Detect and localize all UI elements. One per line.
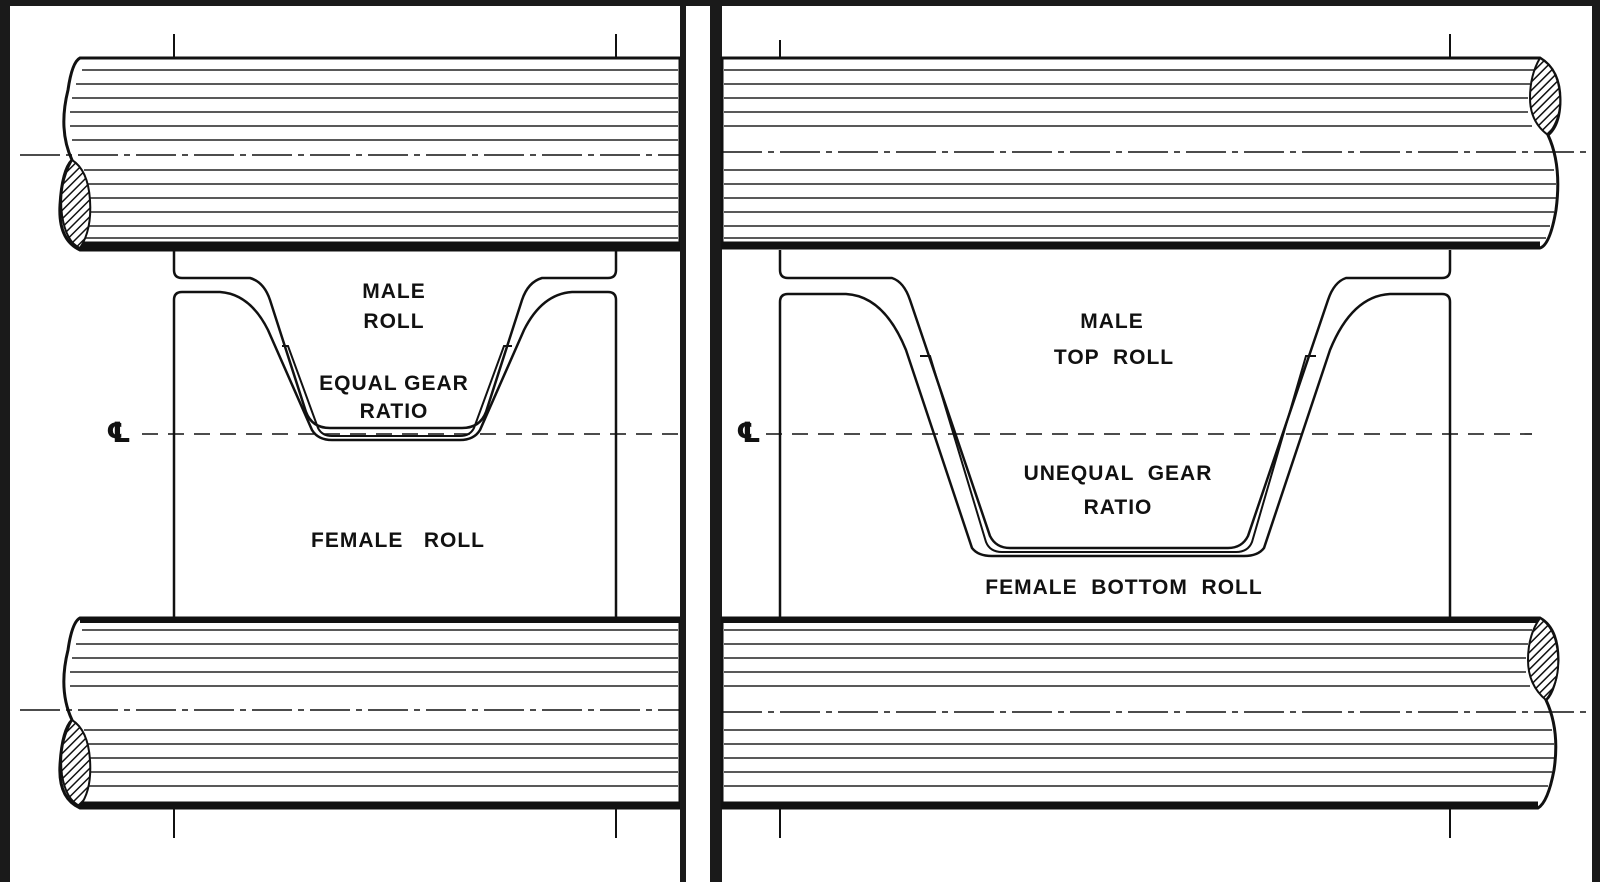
- right-female-bottom-roll: [778, 292, 1452, 618]
- left-top-shaft: [58, 56, 682, 252]
- left-centerline-symbol: ℄: [106, 417, 132, 448]
- right-female-roll-label: FEMALE BOTTOM ROLL: [985, 576, 1262, 599]
- right-panel: ℄ MALE TOP ROLL UNEQUAL GEAR RATIO FEMAL…: [720, 6, 1600, 882]
- left-male-roll-label: MALE: [362, 280, 426, 303]
- right-width-ticks: [779, 34, 1451, 838]
- left-female-roll-label: FEMALE ROLL: [311, 529, 485, 552]
- right-ratio-label-2: RATIO: [1084, 496, 1153, 519]
- right-top-shaft: [720, 56, 1562, 250]
- left-panel: ℄ MALE ROLL EQUAL GEAR RATIO FEMALE ROLL: [10, 6, 682, 882]
- left-strip: [282, 345, 512, 437]
- left-bottom-shaft: [58, 616, 682, 810]
- left-width-ticks: [173, 34, 617, 838]
- divider-gap: [686, 6, 710, 882]
- left-female-roll: [172, 290, 618, 618]
- left-ratio-label: EQUAL GEAR: [319, 372, 469, 395]
- right-male-top-roll: [778, 250, 1452, 550]
- right-ratio-label: UNEQUAL GEAR: [1024, 462, 1213, 485]
- right-bottom-shaft: [720, 616, 1560, 810]
- left-male-roll: [172, 250, 618, 430]
- left-ratio-label-2: RATIO: [360, 400, 429, 423]
- right-strip: [920, 355, 1316, 553]
- left-male-roll-label-2: ROLL: [363, 310, 424, 333]
- right-male-roll-label-2: TOP ROLL: [1054, 346, 1174, 369]
- right-centerline-symbol: ℄: [736, 417, 762, 448]
- right-male-roll-label: MALE: [1080, 310, 1144, 333]
